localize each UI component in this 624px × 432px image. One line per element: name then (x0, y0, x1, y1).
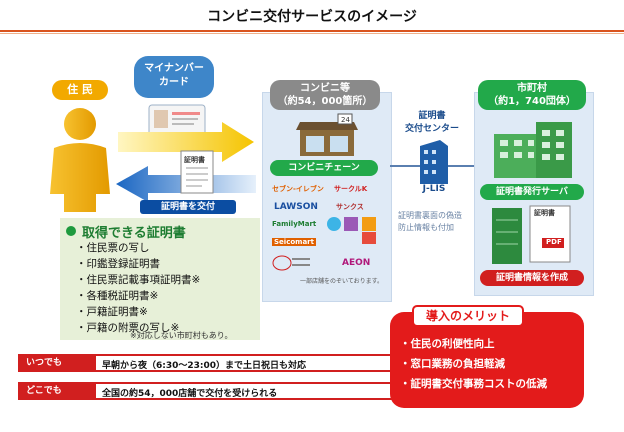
page-title: コンビニ交付サービスのイメージ (207, 9, 417, 25)
merit-title: 導入のメリット (412, 305, 524, 327)
merit-item: ・証明書交付事務コストの低減 (400, 378, 547, 390)
merit-list: ・住民の利便性向上 ・窓口業務の負担軽減 ・証明書交付事務コストの低減 (400, 334, 547, 394)
certificates-title: 取得できる証明書 (82, 226, 186, 241)
logo-seicomart: Seicomart (272, 238, 316, 246)
anywhere-tag: どこでも (18, 382, 96, 400)
logo-sunkus: サンクス (336, 203, 364, 211)
certificate-item: ・印鑑登録証明書 (76, 258, 160, 270)
center-label-line1: 証明書 (418, 111, 446, 121)
logo-circle-k: サークルK (334, 185, 368, 193)
certificates-panel (60, 218, 260, 340)
store-header: コンビニ等 （約54，000箇所） (270, 80, 380, 110)
certificate-send-label: 証明書を交付 (140, 200, 236, 214)
anytime-tag: いつでも (18, 354, 96, 372)
certificate-item: ・戸籍証明書※ (76, 306, 148, 318)
city-server-label: 証明書発行サーバ (480, 184, 584, 200)
city-doc-label: 証明書 (534, 209, 555, 217)
resident-label: 住 民 (52, 80, 108, 100)
mynumber-card-label: マイナンバー カード (134, 56, 214, 98)
store-footnote: 一部店舗をのぞいております。 (300, 278, 384, 285)
store-logos-icons (327, 217, 376, 244)
store-chain-label: コンビニチェーン (270, 160, 378, 176)
certificates-note: ※対応しない市町村もあり。 (130, 331, 233, 340)
logo-lawson: LAWSON (274, 202, 318, 212)
store-panel (262, 92, 392, 302)
title-rule (0, 30, 624, 32)
merit-panel (390, 312, 584, 408)
mynumber-line2: カード (159, 77, 189, 88)
store-header-line1: コンビニ等 (300, 83, 350, 94)
certificate-item: ・戸籍の附票の写し※ (76, 322, 180, 334)
certificates-bullet-icon (66, 226, 76, 236)
merit-item: ・窓口業務の負担軽減 (400, 358, 505, 370)
certificate-doc-icon (180, 150, 214, 194)
center-building-icon (420, 140, 448, 184)
center-label-line2: 交付センター (404, 124, 459, 134)
anytime-text: 早朝から夜（6:30～23:00）まで土日祝日も対応 (102, 361, 307, 371)
city-pdf-label: PDF (546, 238, 562, 246)
certificate-item: ・住民票記載事項証明書※ (76, 274, 201, 286)
city-create-label: 証明書情報を作成 (480, 270, 584, 286)
logo-aeon: AEON (342, 258, 371, 268)
logo-a-coop-icon (272, 255, 310, 271)
title-rule-thin (0, 33, 624, 34)
certificates-list: ・住民票の写し ・印鑑登録証明書 ・住民票記載事項証明書※ ・各種税証明書※ ・… (76, 240, 200, 336)
city-header-line2: （約1，740団体） (488, 96, 576, 107)
svg-text:24: 24 (341, 116, 350, 124)
mynumber-line1: マイナンバー (144, 63, 204, 74)
arrow-to-store (118, 122, 254, 162)
logo-familymart: FamilyMart (272, 220, 317, 228)
city-hall-icon (494, 122, 572, 178)
center-system-name: J-LIS (422, 184, 446, 194)
certificate-doc-label: 証明書 (184, 156, 205, 164)
mynumber-card-icon (148, 104, 206, 138)
resident-person-icon (50, 108, 110, 212)
merit-item: ・住民の利便性向上 (400, 338, 495, 350)
forgery-note: 証明書裏面の偽造防止情報も付加 (398, 211, 462, 232)
server-icon (492, 205, 571, 264)
store-building-icon: 24 (296, 113, 358, 156)
logo-seven-eleven: セブン-イレブン (272, 185, 324, 193)
city-header: 市町村 （約1，740団体） (478, 80, 586, 110)
certificate-item: ・各種税証明書※ (76, 290, 159, 302)
anywhere-text: 全国の約54，000店舗で交付を受けられる (102, 389, 278, 399)
center-label: 証明書 交付センター (404, 110, 460, 136)
certificate-item: ・住民票の写し (76, 242, 150, 254)
city-header-line1: 市町村 (517, 83, 547, 94)
store-header-line2: （約54，000箇所） (277, 96, 373, 107)
